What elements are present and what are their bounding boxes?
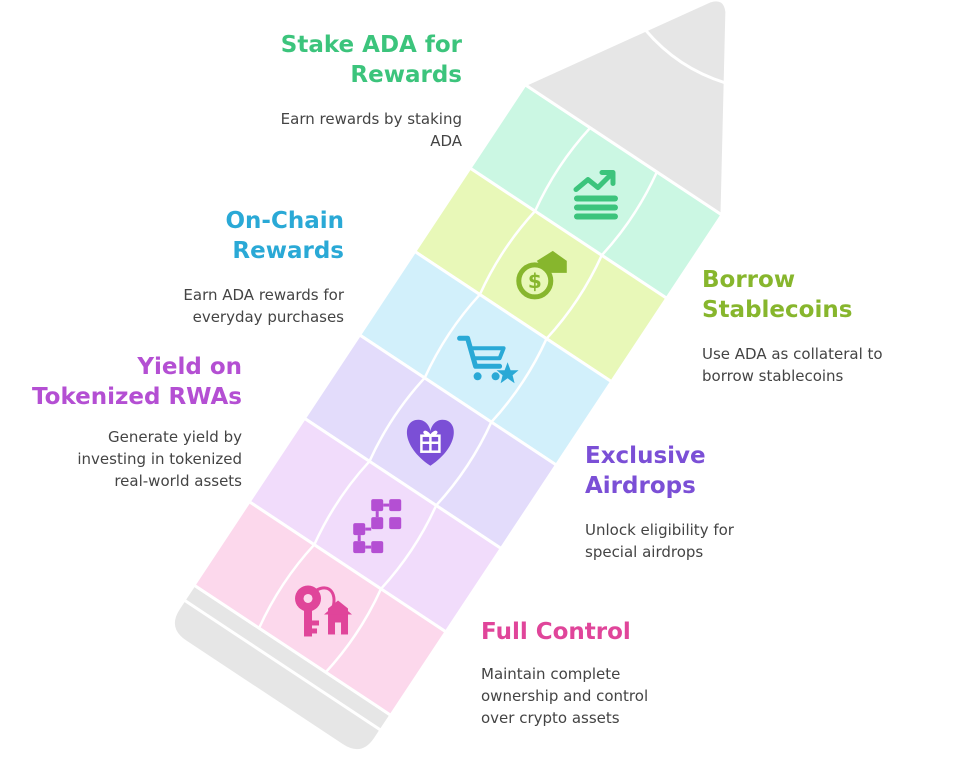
on-chain-rewards-description: Earn ADA rewards for everyday purchases bbox=[44, 284, 344, 328]
rwa-desc-line-3: real-world assets bbox=[114, 472, 242, 490]
onchain-desc-line-2: everyday purchases bbox=[192, 308, 344, 326]
segment-facet-line bbox=[600, 171, 659, 257]
control-desc-line-3: over crypto assets bbox=[481, 709, 620, 727]
airdrops-desc-line-2: special airdrops bbox=[585, 543, 704, 561]
pencil-segment-control bbox=[191, 499, 449, 718]
onchain-title-line-1: On-Chain bbox=[225, 208, 344, 234]
pencil-tip bbox=[522, 0, 729, 218]
stake-ada-description: Earn rewards by staking ADA bbox=[162, 108, 462, 152]
control-title-line-1: Full Control bbox=[481, 619, 631, 645]
airdrops-title-line-1: Exclusive bbox=[585, 443, 706, 469]
segment-band-control bbox=[191, 499, 449, 718]
segment-facet-line bbox=[435, 421, 493, 507]
rwa-title-line-1: Yield on bbox=[137, 354, 242, 380]
label-on-chain-rewards: On-Chain Rewards Earn ADA rewards for ev… bbox=[44, 206, 344, 328]
rwa-title-line-2: Tokenized RWAs bbox=[32, 384, 242, 410]
borrow-title-line-1: Borrow bbox=[702, 267, 796, 293]
airdrops-desc-line-1: Unlock eligibility for bbox=[585, 521, 734, 539]
heart-gift-icon bbox=[406, 419, 454, 466]
trending-chart-coins-icon bbox=[573, 170, 618, 220]
segment-facet-line bbox=[545, 254, 603, 340]
control-desc-line-2: ownership and control bbox=[481, 687, 649, 705]
svg-text:$: $ bbox=[528, 269, 542, 293]
segment-facet-line bbox=[380, 504, 438, 590]
onchain-title-line-2: Rewards bbox=[232, 238, 344, 264]
stake-title-line-1: Stake ADA for bbox=[280, 32, 462, 58]
segment-facet-line bbox=[423, 293, 481, 379]
segment-facet-line bbox=[490, 338, 548, 423]
segment-facet-line bbox=[533, 126, 592, 212]
full-control-title: Full Control bbox=[481, 617, 741, 647]
borrow-stablecoins-title: Borrow Stablecoins bbox=[702, 265, 962, 325]
airdrops-title-line-2: Airdrops bbox=[585, 473, 696, 499]
segment-facet-line bbox=[368, 377, 426, 462]
label-stake-ada: Stake ADA for Rewards Earn rewards by st… bbox=[162, 30, 462, 152]
borrow-desc-line-1: Use ADA as collateral to bbox=[702, 345, 883, 363]
pencil-segment-onchain bbox=[357, 249, 614, 468]
pencil-eraser bbox=[171, 582, 393, 753]
rwa-desc-line-1: Generate yield by bbox=[108, 428, 242, 446]
label-yield-tokenized-rwas: Yield on Tokenized RWAs Generate yield b… bbox=[2, 352, 242, 492]
borrow-desc-line-2: borrow stablecoins bbox=[702, 367, 844, 385]
stake-title-line-2: Rewards bbox=[350, 62, 462, 88]
blocks-network-icon bbox=[353, 499, 402, 554]
yield-rwas-description: Generate yield by investing in tokenized… bbox=[2, 426, 242, 492]
onchain-desc-line-1: Earn ADA rewards for bbox=[183, 286, 344, 304]
borrow-title-line-2: Stablecoins bbox=[702, 297, 853, 323]
control-desc-line-1: Maintain complete bbox=[481, 665, 621, 683]
stake-ada-title: Stake ADA for Rewards bbox=[162, 30, 462, 90]
key-house-icon bbox=[295, 585, 353, 637]
hand-dollar-coin-icon: $ bbox=[516, 250, 567, 300]
pencil-segment-airdrops bbox=[302, 332, 559, 551]
label-borrow-stablecoins: Borrow Stablecoins Use ADA as collateral… bbox=[702, 265, 962, 387]
segment-facet-line bbox=[478, 210, 536, 296]
stake-desc-line-1: Earn rewards by staking bbox=[280, 110, 462, 128]
label-full-control: Full Control Maintain complete ownership… bbox=[481, 617, 741, 729]
segment-facet-line bbox=[257, 543, 316, 629]
segment-facet-line bbox=[324, 588, 383, 674]
exclusive-airdrops-description: Unlock eligibility for special airdrops bbox=[585, 519, 845, 563]
stake-desc-line-2: ADA bbox=[430, 132, 462, 150]
full-control-description: Maintain complete ownership and control … bbox=[481, 663, 741, 729]
exclusive-airdrops-title: Exclusive Airdrops bbox=[585, 441, 845, 501]
yield-rwas-title: Yield on Tokenized RWAs bbox=[2, 352, 242, 412]
pencil-body: $ bbox=[191, 82, 725, 718]
label-exclusive-airdrops: Exclusive Airdrops Unlock eligibility fo… bbox=[585, 441, 845, 563]
shopping-cart-star-icon bbox=[457, 335, 519, 384]
on-chain-rewards-title: On-Chain Rewards bbox=[44, 206, 344, 266]
segment-facet-line bbox=[313, 460, 371, 546]
borrow-stablecoins-description: Use ADA as collateral to borrow stableco… bbox=[702, 343, 962, 387]
rwa-desc-line-2: investing in tokenized bbox=[77, 450, 242, 468]
